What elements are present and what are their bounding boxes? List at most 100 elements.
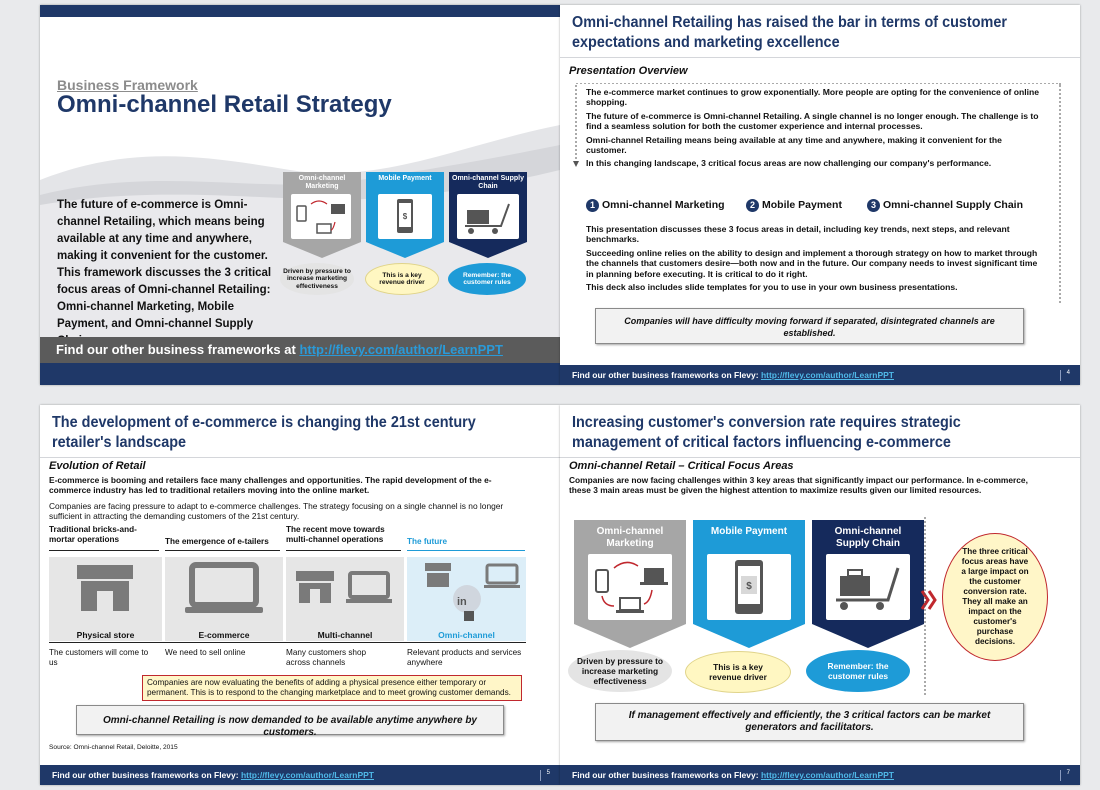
chevron-mobile-payment: Mobile Payment $ [366, 172, 444, 258]
key-callout: Companies will have difficulty moving fo… [595, 308, 1024, 344]
vertical-dash [924, 517, 926, 697]
focus-label: Omni-channel Marketing [602, 199, 725, 211]
slide-title-text: Omni-channel Retail Strategy [57, 91, 392, 118]
cart-icon [457, 194, 519, 239]
footer-text: Find our other business frameworks on Fl… [52, 770, 239, 780]
page-number: 7 [1059, 770, 1070, 781]
footer-bar: Find our other business frameworks on Fl… [560, 765, 1080, 785]
intro-bold: E-commerce is booming and retailers face… [49, 475, 492, 495]
slide-evolution[interactable]: The development of e-commerce is changin… [40, 405, 560, 785]
stage-desc: Relevant products and services anywhere [407, 648, 522, 667]
slide-focus-areas[interactable]: Increasing customer's conversion rate re… [560, 405, 1080, 785]
slide-title-text: Increasing customer's conversion rate re… [572, 414, 961, 451]
title-divider [560, 57, 1080, 58]
footer-text: Find our other business frameworks on Fl… [572, 770, 759, 780]
bracket-line [573, 83, 1061, 167]
overview-para: This deck also includes slide templates … [586, 282, 958, 293]
double-chevron-icon [920, 590, 937, 610]
stage-label: Physical store [76, 630, 135, 640]
payment-note: This is a key revenue driver [685, 651, 791, 693]
stage-heading: Traditional bricks-and-mortar operations [49, 525, 137, 544]
divider [49, 642, 526, 643]
phone-payment-icon: $ [378, 194, 432, 239]
omnichannel-icon: in [425, 563, 520, 621]
section-subhead: Evolution of Retail [49, 460, 146, 472]
footer-link[interactable]: http://flevy.com/author/LearnPPT [760, 770, 894, 780]
svg-text:in: in [457, 596, 467, 608]
section-subhead: Presentation Overview [569, 65, 688, 77]
stage-label: Omni-channel [438, 630, 495, 640]
number-badge: 3 [867, 199, 880, 212]
svg-text:$: $ [746, 581, 752, 592]
stage-desc: Many customers shop across channels [286, 648, 367, 667]
stage-desc: The customers will come to us [49, 648, 149, 667]
overview-para: In this changing landscape, 3 critical f… [586, 158, 992, 169]
title-divider [40, 457, 560, 458]
stage-heading: The recent move towards multi-channel op… [286, 525, 385, 544]
stage-desc: We need to sell online [165, 648, 246, 657]
divider [165, 550, 280, 551]
store-panel [49, 557, 162, 641]
cart-icon [826, 554, 910, 620]
overview-para: Succeeding online relies on the ability … [586, 247, 1038, 279]
chevron-marketing: Omni-channel Marketing [283, 172, 361, 258]
intro-text: Companies are now facing challenges with… [569, 475, 1028, 495]
impact-note: The three critical focus areas have a la… [942, 533, 1048, 661]
chevron-label: Omni-channel Marketing [298, 175, 346, 190]
source-note: Source: Omni-channel Retail, Deloitte, 2… [49, 744, 178, 751]
promo-band: Find our other business frameworks at ht… [40, 337, 560, 363]
omnichannel-panel: in [407, 557, 526, 641]
overview-para: The future of e-commerce is Omni-channel… [586, 110, 1039, 132]
title-divider [560, 457, 1080, 458]
number-badge: 2 [746, 199, 759, 212]
summary-text: The future of e-commerce is Omni-channel… [57, 199, 272, 347]
divider [407, 550, 525, 551]
page-number: 5 [539, 770, 550, 781]
slide-overview[interactable]: Omni-channel Retailing has raised the ba… [560, 5, 1080, 385]
supply-note: Remember: the customer rules [806, 650, 910, 692]
stage-heading: The emergence of e-tailers [165, 537, 269, 546]
slide-title[interactable]: Business Framework Omni-channel Retail S… [40, 5, 560, 385]
slide-title-text: Omni-channel Retailing has raised the ba… [572, 14, 1007, 51]
footer-link[interactable]: http://flevy.com/author/LearnPPT [240, 770, 374, 780]
stage-label: Multi-channel [317, 630, 373, 640]
divider [49, 550, 159, 551]
number-badge: 1 [586, 199, 599, 212]
slide-title-text: The development of e-commerce is changin… [52, 414, 476, 451]
overview-paragraphs-2: This presentation discusses these 3 focu… [586, 224, 1042, 292]
chevron-mobile-payment: Mobile Payment $ [693, 520, 805, 648]
promo-link[interactable]: http://flevy.com/author/LearnPPT [299, 342, 503, 357]
marketing-note: Driven by pressure to increase marketing… [568, 650, 672, 692]
footer-text: Find our other business frameworks on Fl… [572, 370, 759, 380]
intro-text: Companies are facing pressure to adapt t… [49, 501, 504, 521]
key-callout: Omni-channel Retailing is now demanded t… [76, 705, 504, 738]
footer-bar: Find our other business frameworks on Fl… [40, 765, 560, 785]
laptop-icon [185, 562, 263, 613]
kicker: Business Framework [57, 77, 198, 93]
payment-note: This is a key revenue driver [365, 263, 439, 295]
chevron-label: Mobile Payment [378, 175, 432, 182]
overview-para: Omni-channel Retailing means being avail… [586, 134, 1002, 156]
chevron-label: Omni-channel Marketing [596, 526, 664, 549]
marketing-devices-icon [588, 554, 672, 620]
marketing-note: Driven by pressure to increase marketing… [280, 263, 354, 295]
stage-label: E-commerce [198, 630, 250, 640]
section-subhead: Omni-channel Retail – Critical Focus Are… [569, 460, 794, 472]
focus-label: Mobile Payment [762, 199, 842, 211]
ecommerce-panel [165, 557, 283, 641]
top-bar [40, 5, 560, 17]
chevron-label: Mobile Payment [710, 526, 788, 537]
footer-link[interactable]: http://flevy.com/author/LearnPPT [760, 370, 894, 380]
stage-heading: The future [407, 537, 448, 546]
chevron-supply-chain: Omni-channel Supply Chain [812, 520, 924, 648]
right-dash [1059, 85, 1061, 305]
marketing-devices-icon [291, 194, 351, 239]
multichannel-panel [286, 557, 404, 641]
key-callout: If management effectively and efficientl… [595, 703, 1024, 741]
chevron-label: Omni-channel Supply Chain [452, 175, 524, 190]
overview-para: This presentation discusses these 3 focu… [586, 224, 1010, 245]
